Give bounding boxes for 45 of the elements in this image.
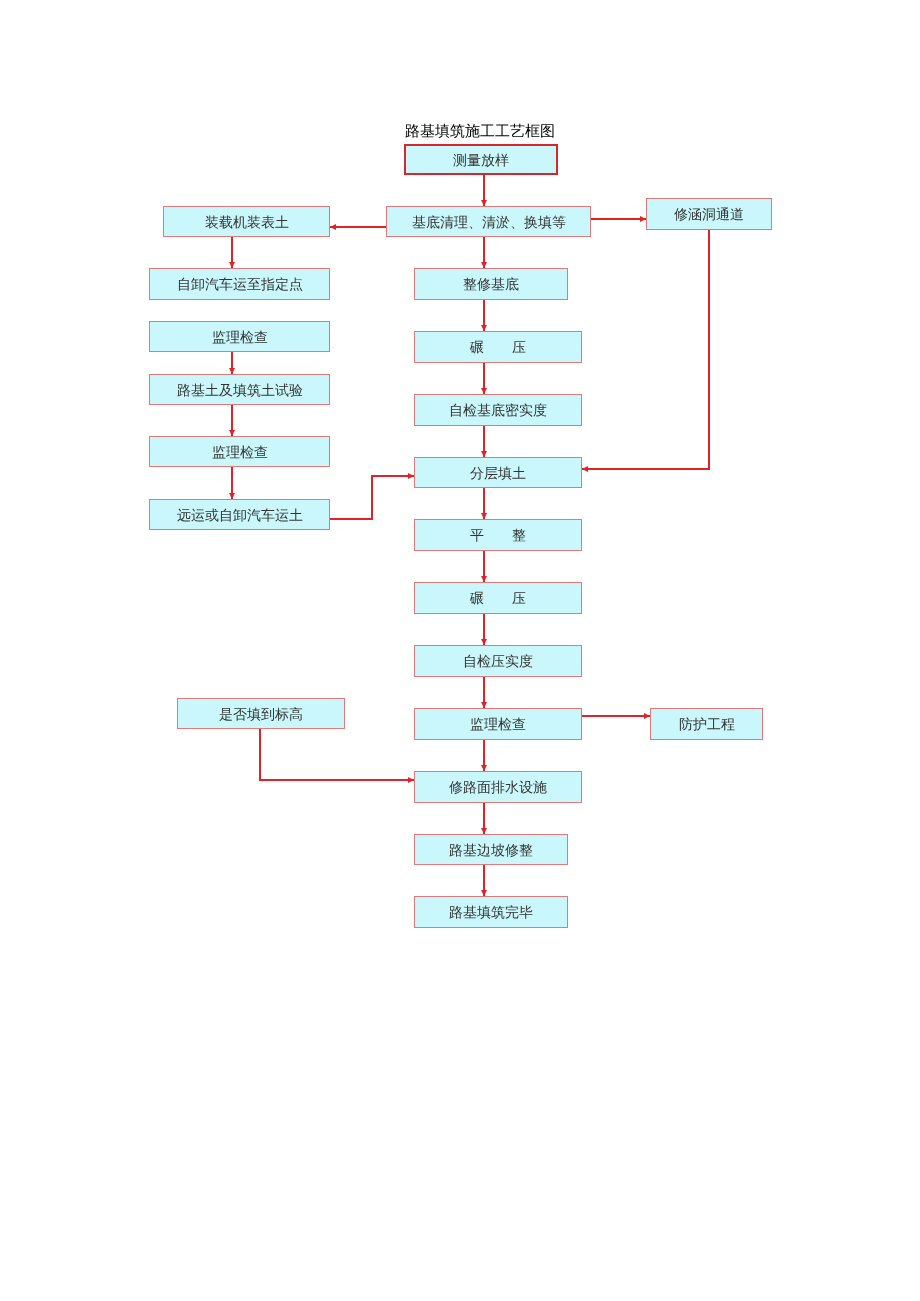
arrow	[481, 362, 487, 395]
arrow	[329, 473, 415, 520]
arrow	[481, 802, 487, 835]
arrow	[229, 466, 235, 500]
process-box: 是否填到标高	[177, 698, 345, 729]
process-box: 路基土及填筑土试验	[149, 374, 330, 405]
arrow	[590, 216, 647, 222]
arrow	[229, 236, 235, 269]
arrow	[581, 713, 651, 719]
arrow	[581, 229, 710, 472]
process-box: 监理检查	[149, 321, 330, 352]
arrow	[259, 728, 415, 783]
arrow	[481, 676, 487, 709]
arrow	[481, 487, 487, 520]
arrow	[481, 299, 487, 332]
process-box: 基底清理、清淤、换填等	[386, 206, 591, 237]
process-box: 路基填筑完毕	[414, 896, 568, 928]
arrow	[229, 404, 235, 437]
process-box: 自检基底密实度	[414, 394, 582, 426]
arrow	[481, 550, 487, 583]
arrow	[481, 739, 487, 772]
process-box: 装载机装表土	[163, 206, 330, 237]
process-box: 碾 压	[414, 582, 582, 614]
process-box: 自检压实度	[414, 645, 582, 677]
process-box: 测量放样	[404, 144, 558, 175]
arrow	[481, 425, 487, 458]
process-box: 自卸汽车运至指定点	[149, 268, 330, 300]
arrow	[481, 613, 487, 646]
arrow	[481, 174, 487, 207]
process-box: 碾 压	[414, 331, 582, 363]
diagram-title: 路基填筑施工工艺框图	[404, 121, 556, 142]
arrow	[229, 351, 235, 375]
arrow	[481, 236, 487, 269]
process-box: 远运或自卸汽车运土	[149, 499, 330, 530]
process-box: 修涵洞通道	[646, 198, 772, 230]
process-box: 修路面排水设施	[414, 771, 582, 803]
arrow	[481, 864, 487, 897]
process-box: 分层填土	[414, 457, 582, 488]
process-box: 防护工程	[650, 708, 763, 740]
process-box: 整修基底	[414, 268, 568, 300]
arrow	[329, 224, 387, 230]
process-box: 监理检查	[149, 436, 330, 467]
process-box: 平 整	[414, 519, 582, 551]
process-box: 监理检查	[414, 708, 582, 740]
process-box: 路基边坡修整	[414, 834, 568, 865]
